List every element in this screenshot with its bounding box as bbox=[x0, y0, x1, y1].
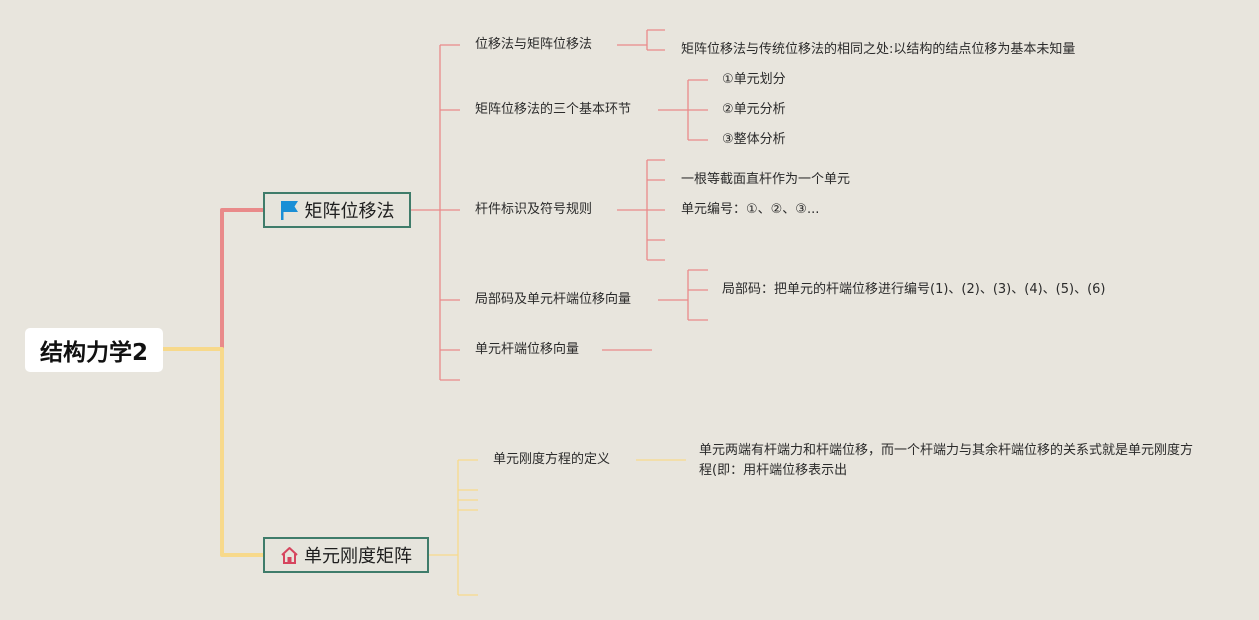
root-to-branch-2-line bbox=[163, 347, 263, 557]
topic-local-code[interactable]: 局部码及单元杆端位移向量 bbox=[475, 292, 632, 307]
branch-element-stiffness-matrix[interactable]: 单元刚度矩阵 bbox=[263, 537, 429, 573]
branch-label: 矩阵位移法 bbox=[304, 201, 395, 222]
detail-one-member-element[interactable]: 一根等截面直杆作为一个单元 bbox=[681, 172, 851, 187]
topic-stiffness-equation-definition[interactable]: 单元刚度方程的定义 bbox=[493, 452, 611, 467]
detail-step-3[interactable]: ③整体分析 bbox=[722, 132, 786, 147]
topic-member-notation[interactable]: 杆件标识及符号规则 bbox=[475, 202, 593, 217]
flag-icon bbox=[280, 200, 298, 220]
root-to-branch-1-line bbox=[163, 208, 263, 351]
detail-step-2[interactable]: ②单元分析 bbox=[722, 102, 786, 117]
branch-2-links bbox=[428, 459, 686, 596]
detail-local-code-numbering[interactable]: 局部码：把单元的杆端位移进行编号(1)、(2)、(3)、(4)、(5)、(6) bbox=[722, 282, 1106, 297]
detail-step-1[interactable]: ①单元划分 bbox=[722, 72, 786, 87]
topic-three-basic-steps[interactable]: 矩阵位移法的三个基本环节 bbox=[475, 102, 632, 117]
detail-element-numbering[interactable]: 单元编号：①、②、③... bbox=[681, 202, 820, 217]
home-icon bbox=[281, 546, 298, 564]
root-topic[interactable]: 结构力学2 bbox=[25, 328, 163, 372]
branch-label: 单元刚度矩阵 bbox=[304, 546, 412, 567]
topic-end-displacement-vector[interactable]: 单元杆端位移向量 bbox=[475, 342, 580, 357]
branch-matrix-displacement-method[interactable]: 矩阵位移法 bbox=[263, 192, 411, 228]
branch-1-links bbox=[410, 29, 708, 381]
detail-same-as-traditional[interactable]: 矩阵位移法与传统位移法的相同之处:以结构的结点位移为基本未知量 bbox=[681, 42, 1076, 57]
detail-stiffness-equation-text[interactable]: 单元两端有杆端力和杆端位移，而一个杆端力与其余杆端位移的关系式就是单元刚度方程(… bbox=[699, 443, 1194, 478]
topic-displacement-vs-matrix[interactable]: 位移法与矩阵位移法 bbox=[475, 37, 593, 52]
